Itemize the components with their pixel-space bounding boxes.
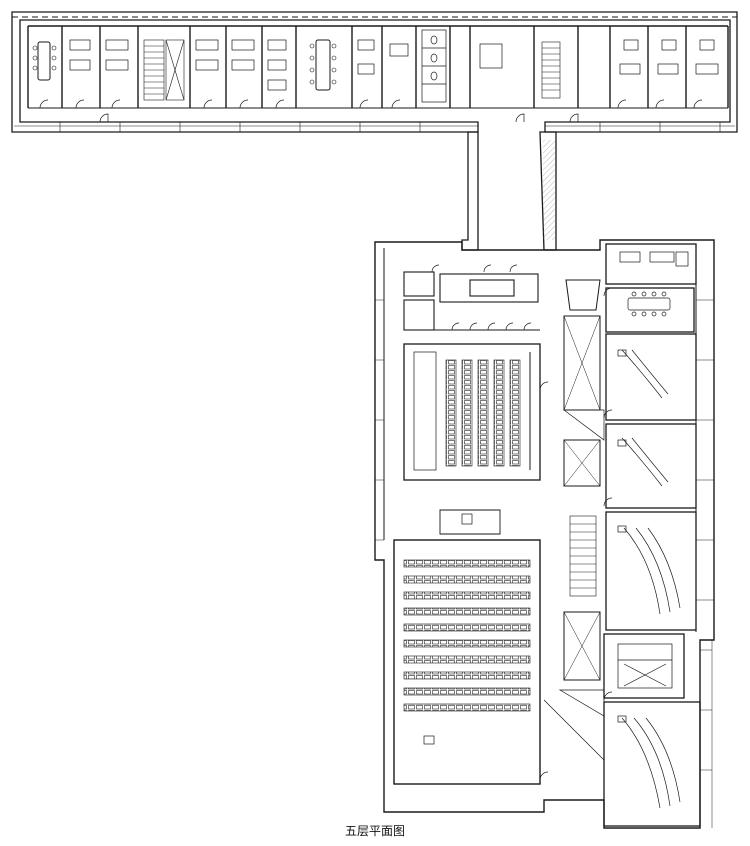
door-swing-icon [39,99,703,123]
toilet-icon [421,29,447,103]
stair-icon [541,41,561,99]
stair-icon [143,39,185,101]
elevator-icon [617,643,673,689]
door-swing-icon [431,264,532,331]
north-wing [11,11,738,133]
lecture-hall-1 [403,343,541,481]
service-core [403,264,540,331]
south-block [374,239,715,829]
seminar-seating [617,349,681,809]
stair-icon [569,515,597,597]
drawing-caption: 五层平面图 [344,824,405,838]
atrium-voids [543,279,605,761]
east-rooms [603,243,701,827]
door-swing-icon [539,287,613,781]
lecture-hall-2 [393,509,541,785]
connector-bridge [461,131,557,251]
